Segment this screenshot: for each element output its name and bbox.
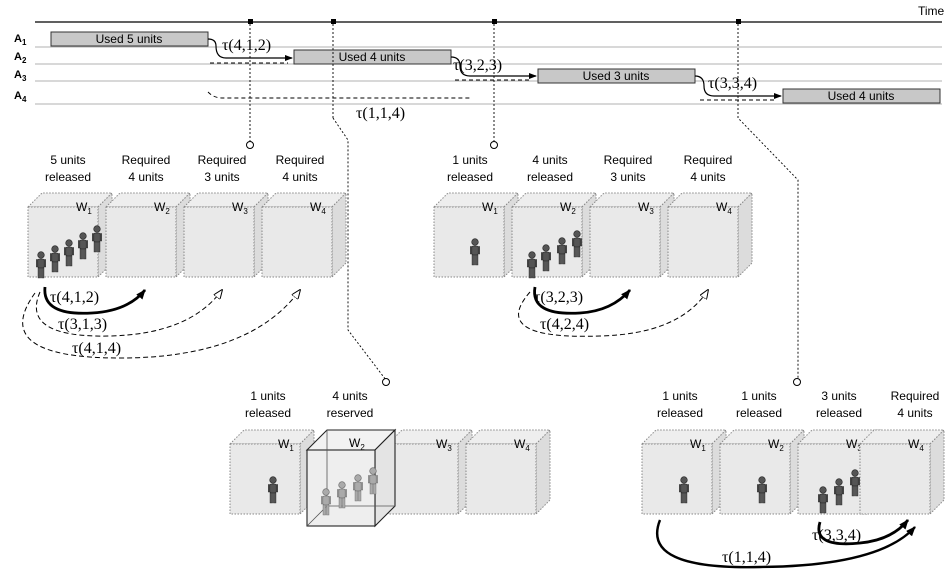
transfer-arrow [694,75,782,99]
warehouse-label: W1 [76,200,92,216]
reserved-warehouse-box: W2 [305,428,397,528]
tau-label: τ(3,2,3) [453,57,502,74]
timeline: Time A1 A2 A3 A4 Used 5 units Used 4 uni… [14,4,945,122]
time-marker [248,19,253,24]
warehouse-label: W4 [716,200,732,216]
tau-label: τ(1,1,4) [356,105,405,122]
transfer-arrow [533,286,632,315]
transfer-hatch [207,91,470,99]
connector-node [490,141,498,149]
row-label-a3: A3 [14,69,27,83]
transfer-arrow [43,286,147,315]
warehouse-box: W4 [858,428,946,516]
transfer-arrow [450,56,537,79]
tau-label: τ(3,3,4) [708,75,757,92]
transfer-arrow [207,38,293,61]
tau-label: τ(3,2,3) [534,289,583,306]
tau-label: τ(1,1,4) [722,549,771,566]
warehouse-box: W2 [104,191,192,279]
usage-bar-label: Used 4 units [828,89,895,103]
connector-node [793,378,801,386]
usage-bar-label: Used 3 units [583,69,650,83]
warehouse-box: W3 [796,428,884,516]
tau-label: τ(3,3,4) [812,527,861,544]
tau-label: τ(4,2,4) [540,316,589,333]
warehouse-label: W3 [232,200,248,216]
connector-node [246,141,254,149]
warehouse-label: W3 [846,437,862,453]
warehouse-label: W4 [310,200,326,216]
row-label-a1: A1 [14,33,27,47]
warehouse-box: W4 [464,428,552,516]
transfer-arrow [817,519,910,546]
warehouse-label: W4 [514,437,530,453]
warehouse-label: W4 [908,437,924,453]
time-marker [736,19,741,24]
warehouse-box: W1 [640,428,728,516]
warehouse-box: W1 [432,191,520,279]
warehouse-box: W3 [588,191,676,279]
warehouse-label: W1 [482,200,498,216]
transfer-arrow [35,290,222,337]
usage-bar-label: Used 4 units [339,50,406,64]
tau-label: τ(4,1,4) [72,340,121,357]
warehouse-label: W3 [436,437,452,453]
warehouse-box: W4 [666,191,754,279]
connectors [249,24,799,381]
transfer-arrow [22,290,300,359]
tau-label: τ(3,1,3) [58,316,107,333]
time-marker [331,19,336,24]
warehouse-box: W4 [260,191,348,279]
warehouse-label: W1 [278,437,294,453]
warehouse-label: W3 [638,200,654,216]
warehouse-box: W3 [386,428,474,516]
usage-bar-label: Used 5 units [96,32,163,46]
tau-label: τ(4,1,2) [50,289,99,306]
warehouse-label: W2 [154,200,170,216]
warehouse-box: W3 [182,191,270,279]
usage-bar [782,88,941,104]
connector-node [382,378,390,386]
warehouse-label: W2 [560,200,576,216]
warehouse-label: W1 [690,437,706,453]
row-label-a4: A4 [14,90,27,104]
tau-label: τ(4,1,2) [222,37,271,54]
warehouse-label: W2 [768,437,784,453]
transfer-arrow [518,290,708,337]
transfer-arrow [655,519,916,569]
time-label: Time [918,4,945,18]
time-marker [492,19,497,24]
warehouse-box: W2 [510,191,598,279]
warehouse-box: W2 [718,428,806,516]
warehouse-label: W2 [349,436,365,452]
row-label-a2: A2 [14,51,27,65]
